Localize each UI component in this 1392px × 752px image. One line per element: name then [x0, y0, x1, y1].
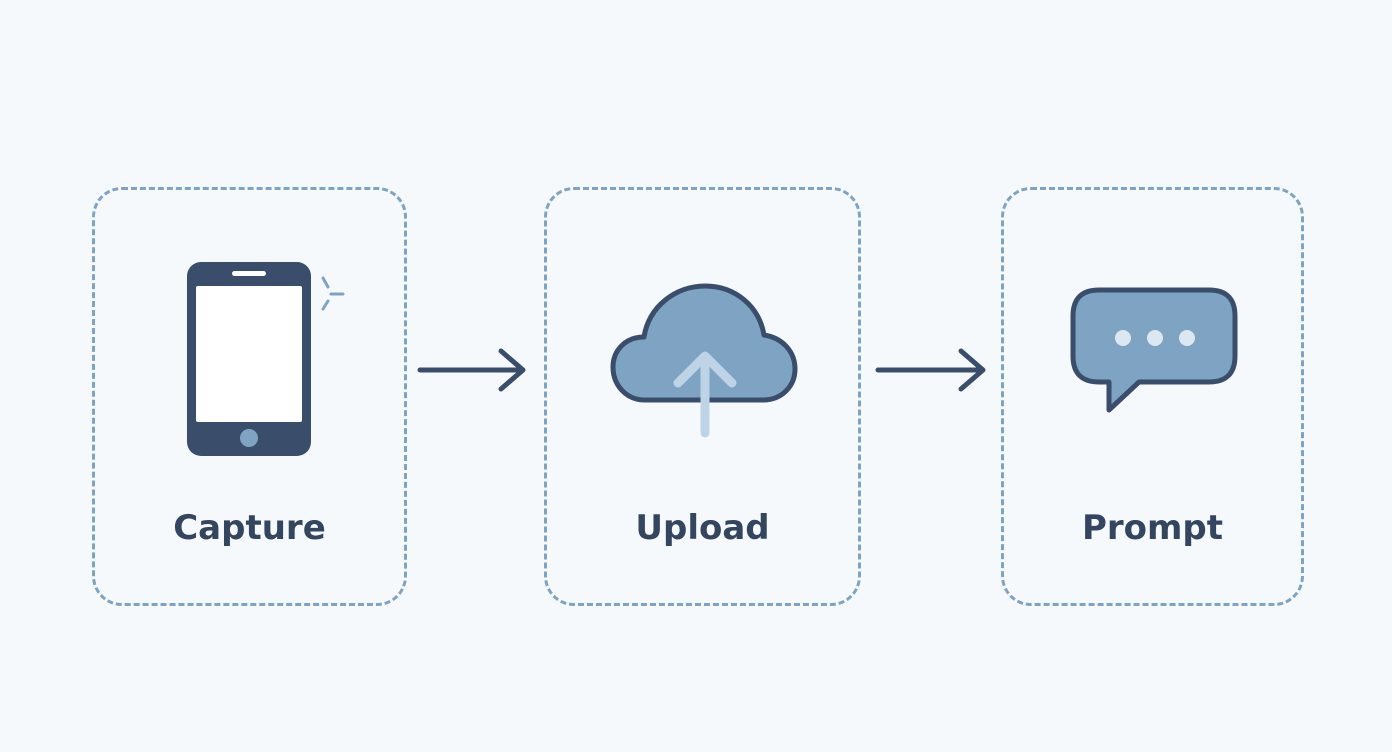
step-label-capture: Capture: [173, 508, 326, 548]
smartphone-icon: [183, 260, 348, 464]
step-upload-box: Upload: [544, 187, 861, 606]
step-capture-box: Capture: [92, 187, 407, 606]
chat-bubble-icon: [1069, 286, 1243, 430]
arrow-right-icon: [417, 347, 529, 397]
cloud-upload-icon: [607, 280, 801, 444]
step-label-upload: Upload: [635, 508, 770, 548]
step-label-prompt: Prompt: [1081, 508, 1224, 548]
step-prompt-box: Prompt: [1001, 187, 1304, 606]
arrow-right-icon: [875, 347, 989, 397]
